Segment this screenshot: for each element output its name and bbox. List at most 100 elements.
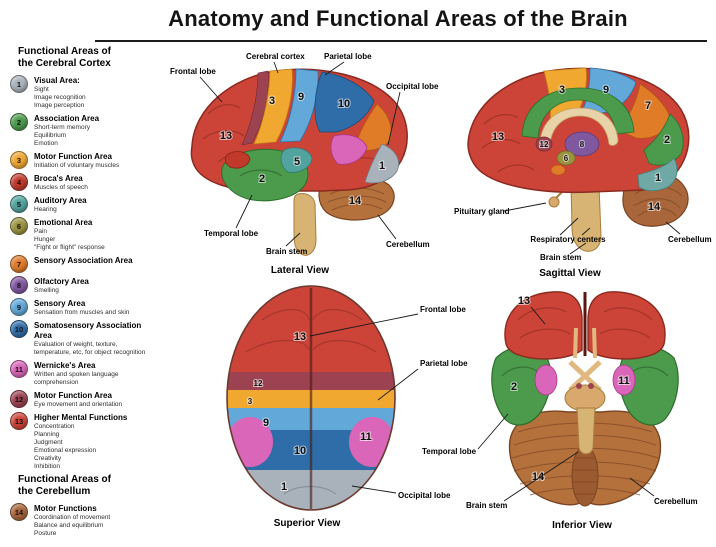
sagittal-number-7: 7	[645, 100, 651, 112]
leader-line	[199, 76, 223, 103]
vermis-ridges	[573, 457, 597, 495]
caption-lateral-view: Lateral View	[271, 265, 329, 276]
sagittal-number-8: 8	[580, 140, 585, 149]
label-occipital-lobe: Occipital lobe	[398, 491, 451, 500]
superior-number-3: 3	[248, 397, 253, 406]
lateral-view-diagram: 13 3 9 10 1 5 2 14 Frontal lobe Cerebral…	[170, 52, 439, 276]
superior-number-12: 12	[254, 379, 263, 388]
legend-details-2: Short-term memory Equilibrium Emotion	[34, 124, 90, 147]
legend-badge-13: 13	[10, 412, 28, 430]
legend-details-5: Hearing	[34, 206, 57, 213]
lateral-number-1: 1	[379, 160, 385, 172]
gyri-texture	[517, 307, 653, 339]
gyri-texture	[481, 114, 535, 173]
sagittal-region-eye-field-12	[535, 136, 553, 152]
lateral-number-10: 10	[338, 98, 350, 110]
leader-line	[285, 232, 301, 247]
sagittal-region-visual-1	[637, 157, 678, 192]
legend-name-4: Broca's Area	[34, 174, 83, 183]
legend-name-12: Motor Function Area	[34, 391, 112, 400]
sagittal-region-emotional-6	[556, 150, 576, 166]
superior-number-10: 10	[294, 445, 306, 457]
label-frontal-lobe: Frontal lobe	[420, 305, 466, 314]
legend-name-11: Wernicke's Area	[34, 361, 96, 370]
olfactory-tract-right	[592, 327, 597, 359]
superior-view-diagram: 13 12 3 9 10 11 1 Frontal lobe Parietal …	[226, 285, 468, 529]
lateral-number-3: 3	[269, 95, 275, 107]
legend-item-13: 13 Higher Mental Functions Concentration…	[10, 412, 158, 471]
legend-name-13: Higher Mental Functions	[34, 413, 128, 422]
legend-name-3: Motor Function Area	[34, 152, 112, 161]
label-occipital-lobe: Occipital lobe	[386, 82, 439, 91]
legend-badge-11: 11	[10, 360, 28, 378]
legend-details-9: Sensation from muscles and skin	[34, 309, 130, 316]
sagittal-number-12: 12	[540, 140, 549, 149]
legend-badge-9: 9	[10, 298, 28, 316]
lateral-number-9: 9	[298, 91, 304, 103]
legend-name-6: Emotional Area	[34, 218, 93, 227]
legend-details-11: Written and spoken language comprehensio…	[34, 371, 119, 386]
legend-name-9: Sensory Area	[34, 299, 86, 308]
leader-line	[273, 61, 279, 74]
legend-panel: Functional Areas of the Cerebral Cortex …	[6, 46, 158, 541]
legend-item-6: 6 Emotional Area Pain Hunger "Fight or f…	[10, 217, 158, 252]
leader-line	[581, 227, 591, 236]
legend-details-1: Sight Image recognition Image perception	[34, 86, 86, 109]
sagittal-hypothalamus	[550, 164, 566, 176]
temporal-gyri-texture	[501, 366, 669, 377]
legend-item-10: 10 Somatosensory Association Area Evalua…	[10, 320, 158, 357]
lateral-region-somatosensory-10	[314, 71, 375, 133]
mammillary-body	[576, 383, 582, 389]
sagittal-region-olfactory-8	[564, 131, 600, 157]
label-parietal-lobe: Parietal lobe	[420, 359, 468, 368]
leader-line	[324, 61, 345, 76]
pituitary-gland	[548, 196, 560, 208]
leader-line	[530, 306, 546, 325]
legend-badge-4: 4	[10, 173, 28, 191]
sagittal-number-13: 13	[492, 131, 504, 143]
superior-brain-outline	[226, 285, 396, 511]
legend-details-10: Evaluation of weight, texture, temperatu…	[34, 341, 146, 356]
leader-line	[377, 214, 397, 240]
page-title: Anatomy and Functional Areas of the Brai…	[168, 6, 628, 31]
leader-line	[387, 91, 401, 146]
sagittal-region-association-2	[643, 113, 684, 166]
legend-badge-1: 1	[10, 75, 28, 93]
leader-line	[477, 413, 509, 450]
legend-badge-12: 12	[10, 390, 28, 408]
superior-number-11: 11	[360, 431, 372, 443]
sagittal-number-3: 3	[559, 84, 565, 96]
leader-line	[235, 194, 253, 229]
leader-line	[503, 451, 579, 502]
olfactory-tract-left	[573, 327, 578, 359]
inferior-number-11: 11	[618, 375, 630, 387]
legend-details-14: Coordination of movement Balance and equ…	[34, 514, 111, 537]
label-temporal-lobe: Temporal lobe	[422, 447, 477, 456]
legend-item-11: 11 Wernicke's Area Written and spoken la…	[10, 360, 158, 387]
lateral-number-2: 2	[259, 173, 265, 185]
leader-line	[309, 313, 419, 337]
label-cerebral-cortex: Cerebral cortex	[246, 52, 305, 61]
caption-superior-view: Superior View	[274, 518, 341, 529]
legend-badge-10: 10	[10, 320, 28, 338]
leader-line	[569, 242, 587, 255]
legend-badge-3: 3	[10, 151, 28, 169]
legend-name-1: Visual Area:	[34, 76, 80, 85]
lateral-number-5: 5	[294, 156, 300, 168]
caption-inferior-view: Inferior View	[552, 520, 612, 531]
lateral-region-eye-field-12	[241, 70, 269, 146]
lateral-region-broca-4	[224, 151, 251, 169]
legend-details-3: Initiation of voluntary muscles	[34, 162, 120, 169]
leader-line	[665, 221, 681, 235]
superior-number-1: 1	[281, 481, 287, 493]
legend-heading-cortex: Functional Areas of the Cerebral Cortex	[18, 46, 111, 69]
superior-number-13: 13	[294, 331, 306, 343]
lateral-region-motor-3	[253, 68, 293, 145]
legend-item-4: 4 Broca's Area Muscles of speech	[10, 173, 158, 192]
inferior-region-wernicke-11-left	[534, 364, 558, 396]
label-frontal-lobe: Frontal lobe	[170, 67, 216, 76]
label-cerebellum: Cerebellum	[654, 497, 698, 506]
leader-line	[503, 202, 547, 212]
pons	[564, 384, 606, 412]
leader-line	[351, 485, 397, 494]
